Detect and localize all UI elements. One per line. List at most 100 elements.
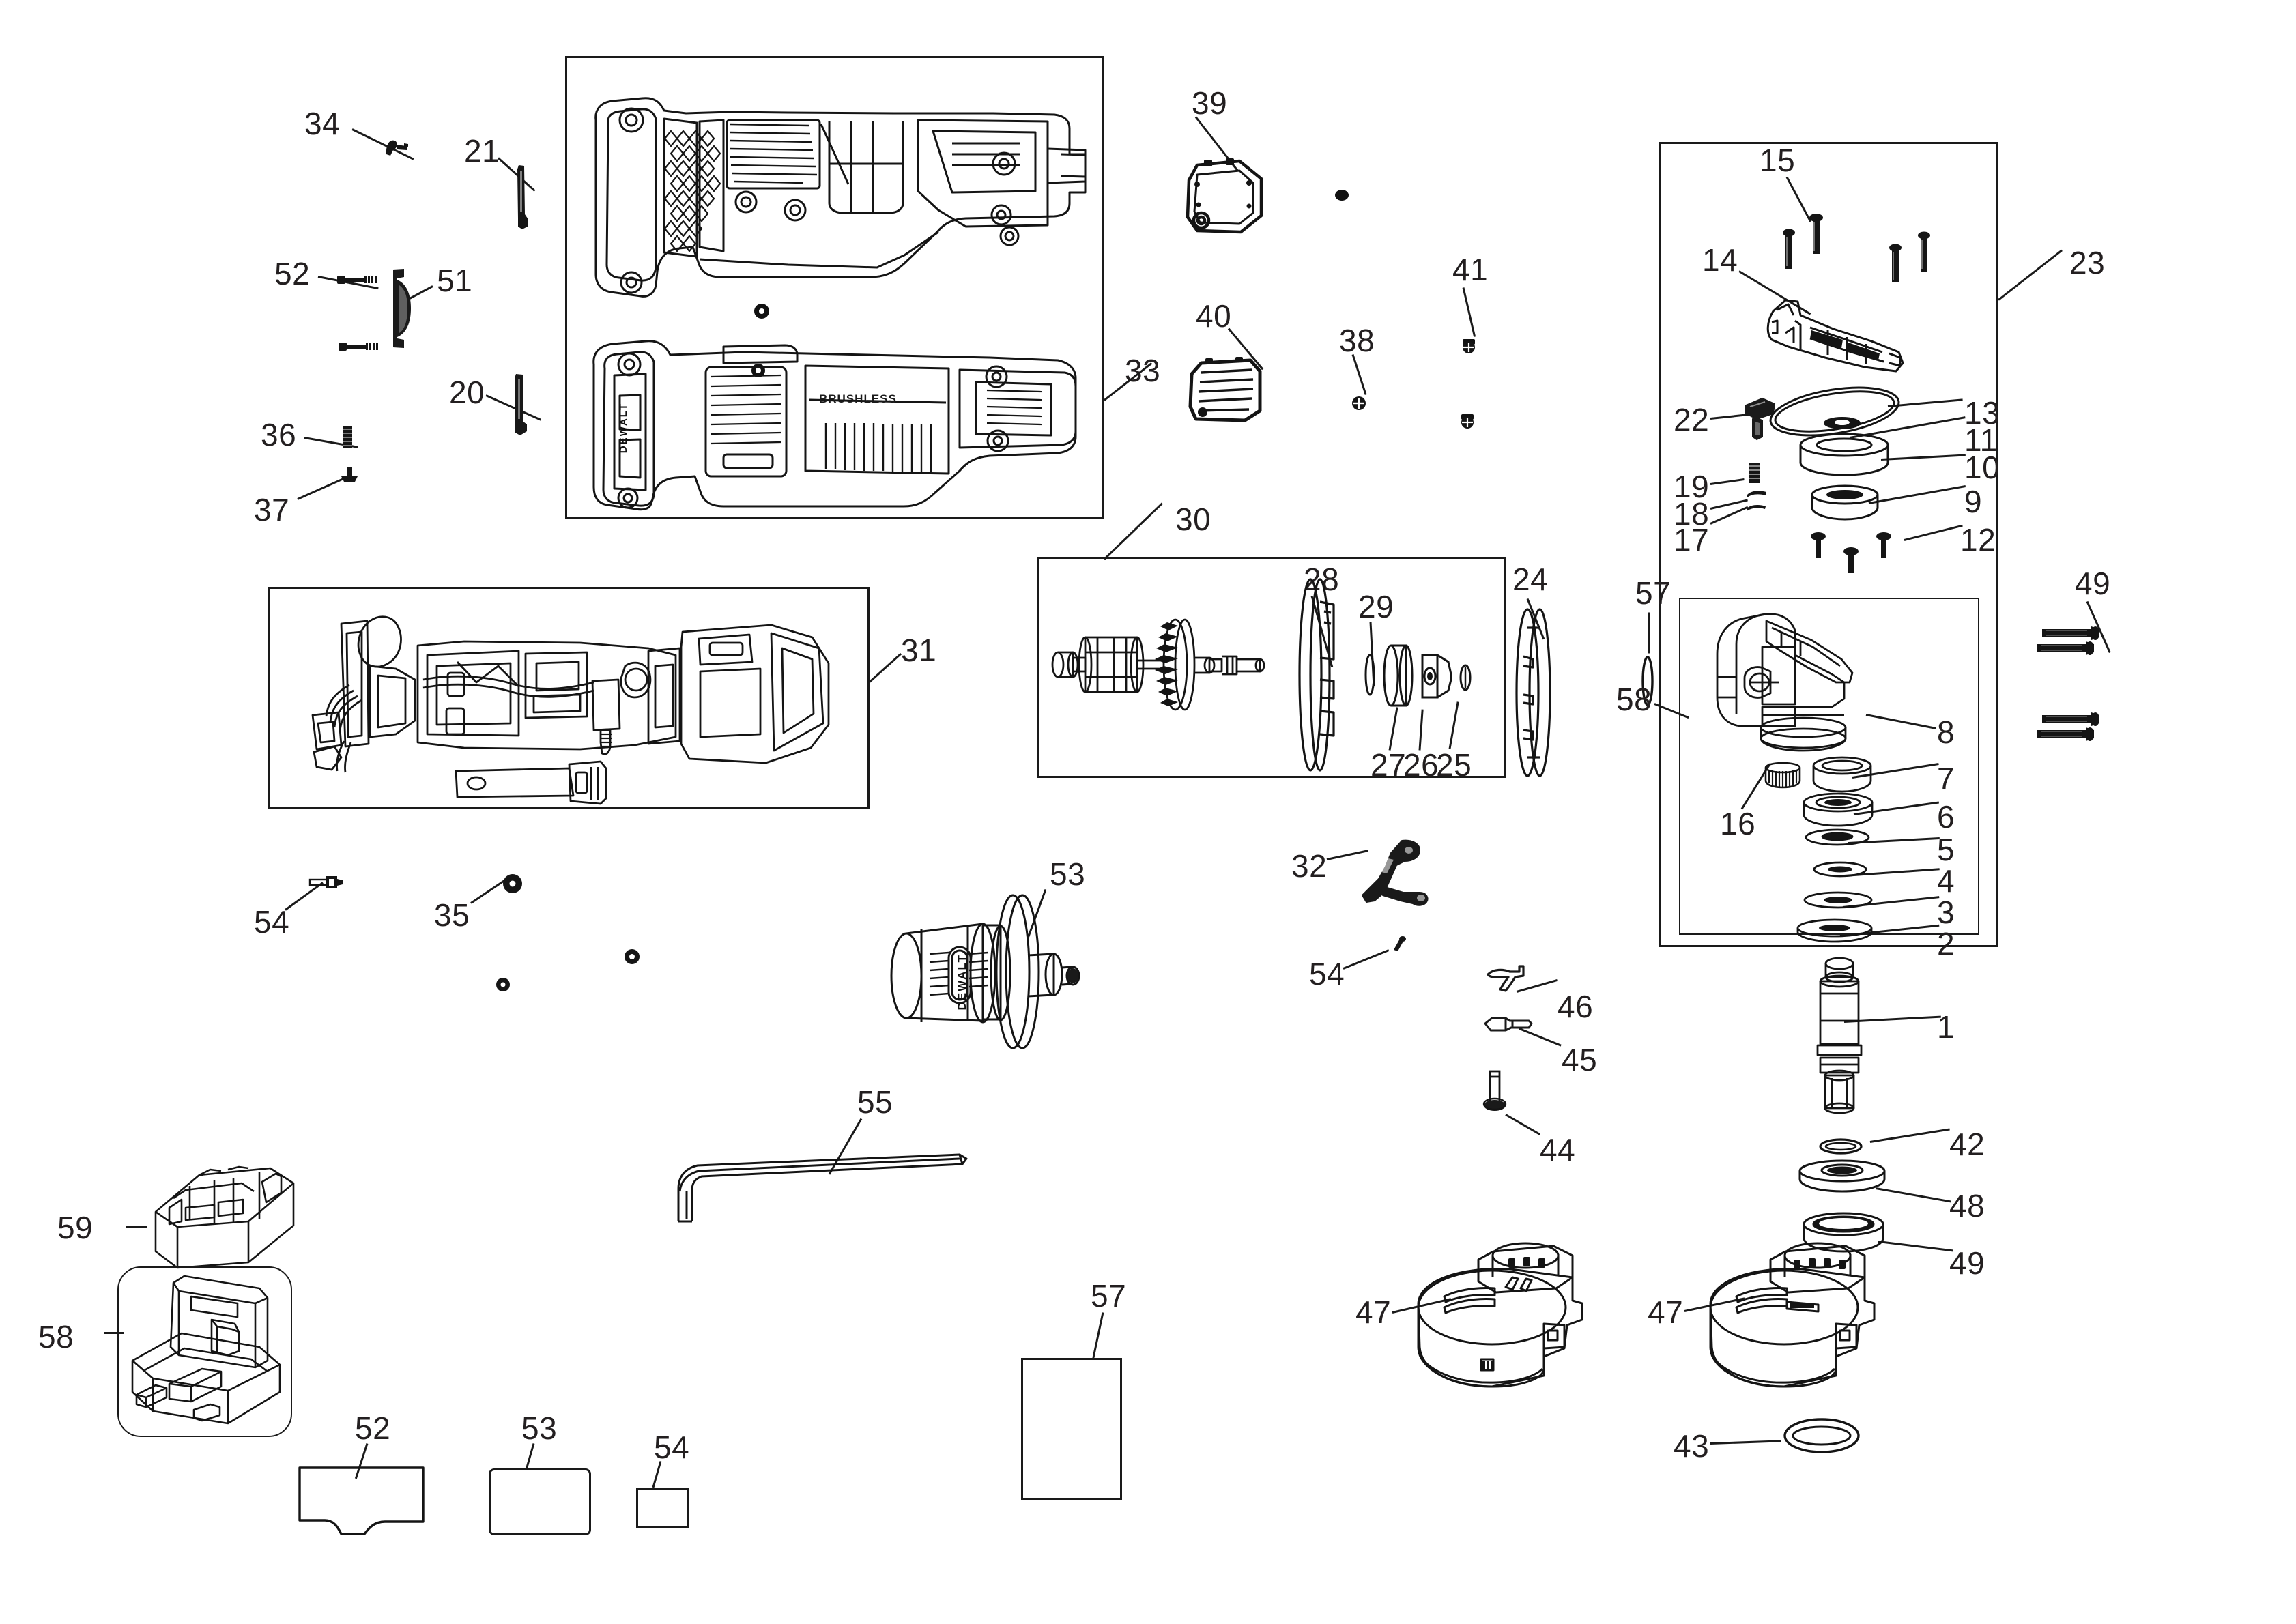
callout-39: 39 <box>1192 85 1228 121</box>
callout-32: 32 <box>1291 848 1328 884</box>
callout-48: 48 <box>1949 1188 1985 1223</box>
callout-40: 40 <box>1196 298 1232 334</box>
callout-11: 11 <box>1964 422 1998 458</box>
callout-9: 9 <box>1964 484 1983 519</box>
part-49-guard-collar <box>1799 1212 1888 1260</box>
part-864-case-insert-tray <box>146 1160 303 1276</box>
part-14-gear-case-cover <box>1762 295 1921 383</box>
part-54-pin-small <box>1390 935 1407 953</box>
part-34-wire-clip <box>384 136 411 158</box>
callout-58: 53 <box>521 1410 558 1446</box>
callout-19: 19 <box>1674 469 1710 504</box>
callout-22: 22 <box>1674 402 1710 437</box>
part-15-screw-b <box>1781 228 1796 272</box>
part-65-o-ring-seal <box>1639 655 1656 707</box>
callout-66: 58 <box>1616 682 1652 717</box>
leader-864 <box>126 1226 147 1228</box>
callout-861: 58 <box>38 1319 74 1354</box>
callout-3: 3 <box>1937 895 1955 930</box>
housing-half-left <box>584 89 1089 300</box>
part-11-thrust-washer <box>1822 415 1862 431</box>
callout-53: 53 <box>1050 856 1086 892</box>
callout-47-right: 47 <box>1648 1294 1684 1330</box>
part-55-hex-wrench <box>662 1126 969 1223</box>
part-31-complete-tool <box>293 600 853 805</box>
callout-38: 38 <box>1339 323 1375 358</box>
part-15-screw-d <box>1917 231 1932 274</box>
group-frame-motor-armature <box>1037 557 1506 778</box>
part-45-latch-lever <box>1482 1014 1536 1034</box>
callout-10: 10 <box>1964 450 2000 485</box>
callout-44: 44 <box>1540 1132 1576 1168</box>
callout-25: 25 <box>1436 747 1472 783</box>
part-50-screw-group-lower <box>2037 711 2119 749</box>
part-41-screw-lower <box>1458 412 1477 430</box>
callout-46: 46 <box>1558 989 1594 1024</box>
leader-43 <box>1710 1440 1781 1445</box>
part-2-washer-large <box>1795 918 1874 944</box>
part-47-guard-shroud-left <box>1410 1239 1615 1410</box>
callout-24: 24 <box>1512 562 1549 597</box>
part-46-spring-clip <box>1485 963 1533 994</box>
part-39-detail-dot <box>1335 190 1349 201</box>
leader-62 <box>1092 1312 1104 1359</box>
part-44-shoulder-bolt <box>1481 1069 1508 1116</box>
callout-54: 54 <box>1309 956 1345 991</box>
part-41-screw-upper <box>1459 337 1478 355</box>
part-28-fan-baffle <box>1297 577 1345 772</box>
battery-brand-badge: DEWALT <box>618 403 629 454</box>
part-29-bearing-shim <box>1364 654 1376 696</box>
callout-64: 54 <box>254 904 290 940</box>
callout-21: 21 <box>464 133 500 169</box>
callout-8: 8 <box>1937 714 1955 750</box>
callout-14: 14 <box>1702 242 1738 278</box>
part-20-slide-latch <box>512 373 530 438</box>
callout-31: 31 <box>901 633 937 668</box>
part-59-foam-insert-small <box>636 1488 689 1528</box>
callout-17: 17 <box>1674 522 1710 557</box>
part-18-spring-washer <box>1746 487 1769 499</box>
part-58-foam-insert-rect <box>489 1468 591 1535</box>
group-frame-spindle-gear-case <box>1679 598 1979 935</box>
callout-30: 30 <box>1175 502 1211 537</box>
leader-54 <box>1343 949 1390 970</box>
part-39-switch-cover-plate <box>1182 156 1269 237</box>
callout-34: 34 <box>304 106 341 141</box>
leader-38 <box>1351 354 1367 395</box>
leader-30 <box>1103 502 1163 560</box>
callout-12: 12 <box>1960 522 1996 557</box>
part-9-bearing-retainer <box>1809 484 1881 523</box>
part-4-washer-small <box>1811 861 1869 879</box>
callout-59: 54 <box>654 1430 690 1465</box>
callout-52: 52 <box>274 256 311 291</box>
part-5-shim-washer <box>1803 828 1871 847</box>
callout-20: 20 <box>449 375 485 410</box>
part-15-screw-c <box>1888 243 1903 285</box>
part-6-ball-bearing <box>1800 792 1876 830</box>
part-38-screw-tiny <box>1350 394 1368 412</box>
part-25-retaining-clip <box>1458 663 1473 692</box>
part-47-guard-shroud-right <box>1702 1239 1907 1410</box>
part-37-pin <box>340 465 359 486</box>
callout-13: 13 <box>1964 395 2000 431</box>
callout-5: 5 <box>1937 832 1955 867</box>
callout-37: 37 <box>254 492 290 527</box>
callout-29: 29 <box>1358 589 1394 624</box>
callout-41: 41 <box>1452 252 1489 287</box>
callout-23: 23 <box>2069 245 2106 280</box>
callout-36: 36 <box>261 417 297 452</box>
callout-45: 45 <box>1562 1042 1598 1077</box>
callout-6: 6 <box>1937 799 1955 835</box>
part-51-switch-paddle <box>390 267 415 351</box>
group-frame-complete-tool <box>268 587 870 809</box>
part-7-bearing-sleeve <box>1810 756 1874 796</box>
part-48-flange-nut <box>1796 1159 1888 1201</box>
callout-15: 15 <box>1760 143 1796 178</box>
callout-65: 57 <box>1635 575 1671 611</box>
callout-47-left: 47 <box>1355 1294 1392 1330</box>
part-22-spindle-lock-button <box>1742 396 1779 441</box>
callout-16: 16 <box>1720 806 1756 841</box>
part-27-bearing-spacer <box>1383 641 1414 710</box>
part-1-spindle-shaft <box>1809 955 1870 1114</box>
